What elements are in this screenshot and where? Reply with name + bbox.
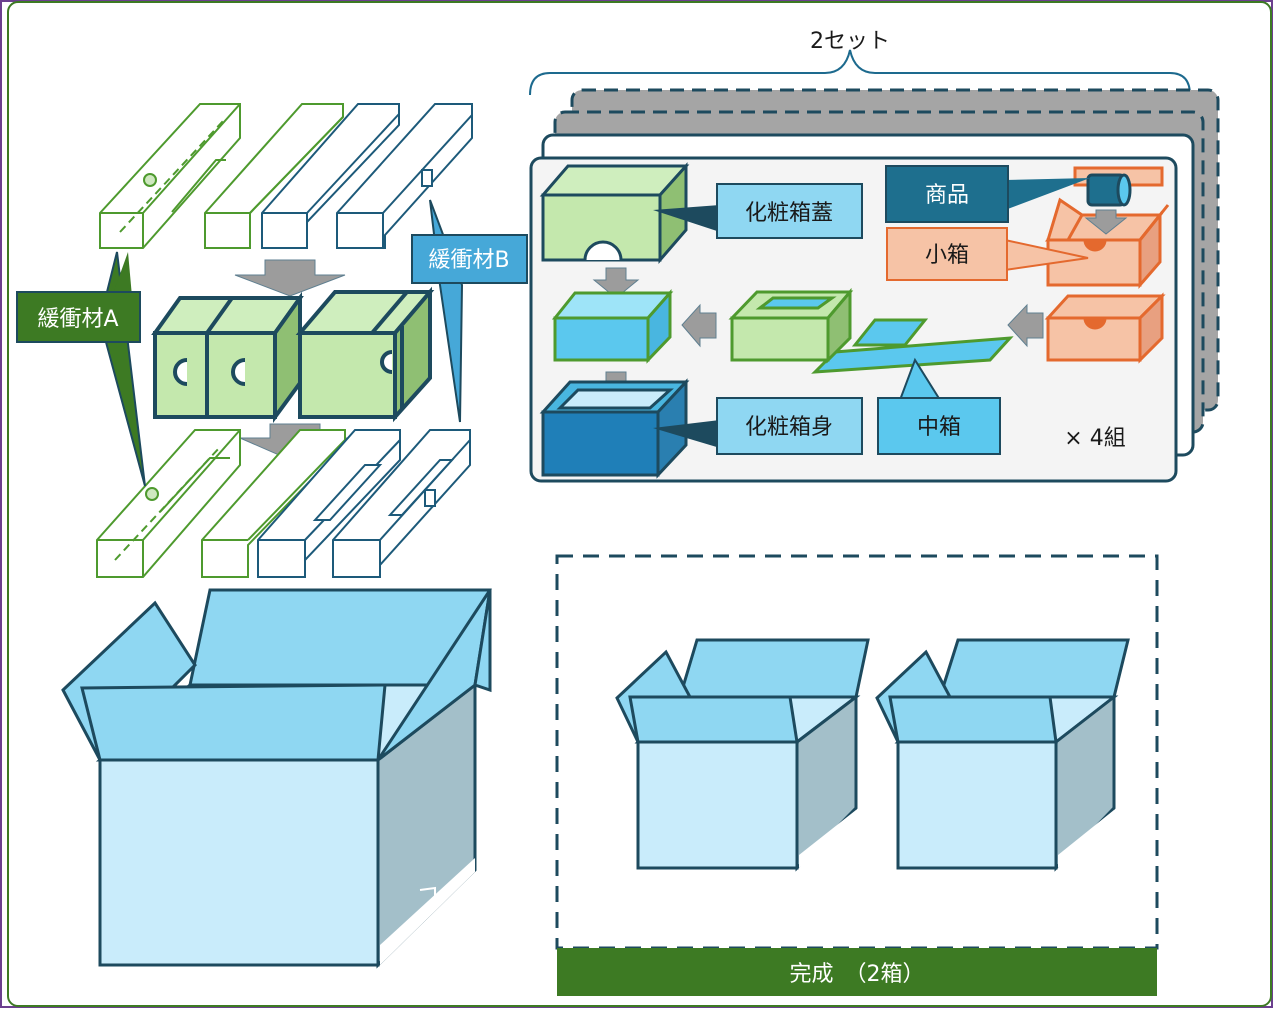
cushion-a-top-left xyxy=(99,103,241,249)
product-cylinder xyxy=(1086,173,1132,207)
cushion-b-bottom-left xyxy=(257,429,401,578)
cushion-b-label-box xyxy=(411,234,528,284)
done-label: 完成 （2箱） xyxy=(790,962,925,987)
cushion-b-top-left xyxy=(261,103,400,249)
product-callout-pointer xyxy=(1005,178,1090,210)
lid-callout-pointer xyxy=(653,205,720,232)
brace xyxy=(529,49,1191,96)
finished-carton-1 xyxy=(615,638,870,872)
small-box-top xyxy=(1044,166,1170,290)
cushion-a-bottom-left xyxy=(96,429,241,578)
done-bar xyxy=(557,948,1157,996)
middle-box-label: 中箱 xyxy=(917,415,961,440)
body-callout-pointer xyxy=(653,420,720,448)
cushion-a-label: 緩衝材A xyxy=(37,307,118,332)
cushion-a-label-box xyxy=(16,291,141,343)
small-box-closed xyxy=(1044,292,1166,364)
cushion-b-top-right xyxy=(336,103,473,249)
down-arrow-icon xyxy=(1084,209,1128,235)
times-four-label: × 4組 xyxy=(1064,426,1125,451)
cushion-b-bottom-right xyxy=(332,429,471,578)
cushion-b-label: 緩衝材B xyxy=(428,248,509,273)
middle-box-label-box xyxy=(877,397,1001,455)
cushion-top-group xyxy=(99,103,473,249)
body-label: 化粧箱身 xyxy=(745,415,833,440)
left-arrow-icon xyxy=(1007,303,1044,348)
lid-label: 化粧箱蓋 xyxy=(745,201,833,226)
middle-box-flat xyxy=(728,287,1014,374)
body-box xyxy=(539,378,690,479)
down-arrow-icon xyxy=(234,259,346,297)
outer-carton-large xyxy=(61,588,492,969)
left-arrow-icon xyxy=(681,303,717,348)
lid-label-box xyxy=(716,183,863,239)
product-label: 商品 xyxy=(925,183,969,208)
sets-label: 2セット xyxy=(810,29,890,54)
boxes-green-right xyxy=(295,286,435,423)
set-panel xyxy=(529,156,1178,483)
cushion-a-top-right xyxy=(204,103,344,249)
lid-box xyxy=(539,162,690,265)
cushion-bottom-group xyxy=(96,429,471,578)
product-label-box xyxy=(885,165,1009,223)
boxes-green-left xyxy=(151,291,304,424)
small-box-label: 小箱 xyxy=(925,243,969,268)
body-label-box xyxy=(716,397,863,455)
finished-carton-2 xyxy=(875,638,1130,872)
middle-box-assembled xyxy=(551,289,674,364)
small-box-label-box xyxy=(886,227,1008,281)
down-arrow-icon xyxy=(592,267,640,299)
